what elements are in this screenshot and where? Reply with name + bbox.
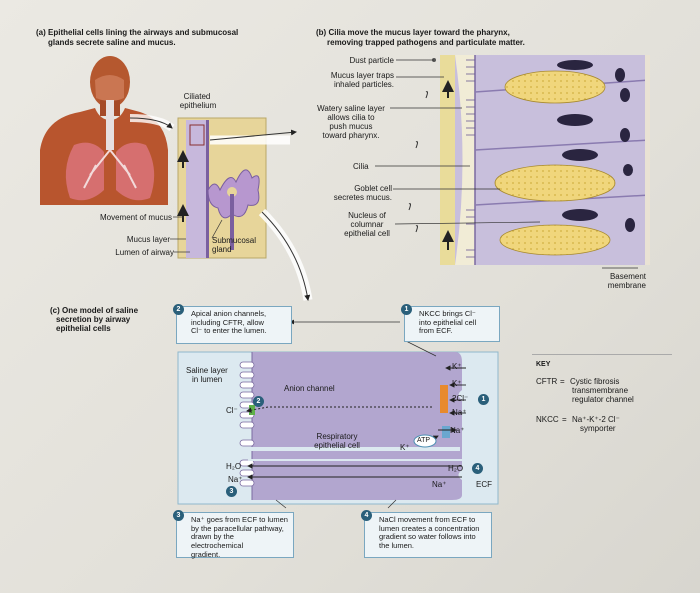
atp-label: ATP — [417, 437, 431, 444]
step1-line2: into epithelial cell — [419, 317, 477, 327]
k-atp-label: K⁺ — [400, 443, 410, 452]
basement-line2: membrane — [607, 281, 646, 290]
step1-line3: from ECF. — [419, 326, 453, 336]
step2-line1: Apical anion channels, — [191, 309, 267, 318]
key-cftr-def-line1: Cystic fibrosis — [570, 377, 620, 386]
step1-badge: 1 — [401, 304, 412, 315]
step3-line4: gradient. — [191, 549, 221, 559]
step4-line4: the lumen. — [379, 540, 415, 550]
lumen-of-airway-label: Lumen of airway — [115, 248, 174, 257]
step4-callout: NaCl movement from ECF to lumen creates … — [364, 512, 492, 558]
watery-saline-line4: toward pharynx. — [322, 131, 380, 140]
step2-callout: Apical anion channels, including CFTR, a… — [176, 306, 292, 344]
panel-a-title-line1: (a) Epithelial cells lining the airways … — [36, 28, 239, 37]
step2-line2: including CFTR, allow — [191, 317, 264, 327]
key-nkcc-abbr: NKCC — [536, 415, 559, 424]
na-bottom-label: Na⁺ — [432, 480, 447, 489]
key-panel: KEY CFTR = Cystic fibrosis transmembrane… — [532, 354, 672, 445]
nucleus-line1: Nucleus of — [348, 211, 386, 220]
key-cftr-def-line3: regulator channel — [572, 395, 634, 404]
mucus-traps-line1: Mucus layer traps — [330, 71, 394, 80]
step2-badge: 2 — [173, 304, 184, 315]
cell-badge-3: 3 — [226, 486, 237, 497]
na-mid-label: Na⁺ — [452, 408, 467, 417]
key-nkcc-def-line2: symporter — [580, 424, 616, 433]
saline-layer-line1: Saline layer — [186, 366, 228, 375]
step3-line2: by the paracellular pathway, — [191, 523, 284, 533]
key-cftr-abbr: CFTR — [536, 377, 558, 386]
respiratory-line2: epithelial cell — [314, 441, 360, 450]
cell-model — [177, 351, 499, 505]
step4-badge: 4 — [361, 510, 372, 521]
basement-line1: Basement — [609, 272, 646, 281]
epithelium-cross-section — [440, 55, 651, 265]
submucosal-label: Submucosal — [212, 236, 257, 245]
step4-line2: lumen creates a concentration — [379, 523, 480, 533]
watery-saline-line1: Watery saline layer — [317, 104, 385, 113]
key-title: KEY — [536, 361, 551, 368]
cell-badge-1: 1 — [478, 394, 489, 405]
step3-line3: drawn by the electrochemical — [191, 532, 244, 550]
step2-line3: Cl⁻ to enter the lumen. — [191, 326, 267, 336]
ciliated-label: Ciliated — [183, 92, 211, 101]
nucleus-line2: columnar — [350, 220, 384, 229]
cell-badge-2: 2 — [253, 396, 264, 407]
na-lower-label: Na⁺ — [450, 426, 465, 435]
mucus-traps-line2: inhaled particles. — [333, 80, 394, 89]
nucleus-line3: epithelial cell — [344, 229, 390, 238]
movement-of-mucus-label: Movement of mucus — [99, 213, 172, 222]
step1-line1: NKCC brings Cl⁻ — [419, 309, 476, 318]
ecf-label: ECF — [476, 480, 492, 489]
step4-line1: NaCl movement from ECF to — [379, 515, 476, 524]
goblet-cell-line1: Goblet cell — [354, 184, 392, 193]
panel-c-title-line1: (c) One model of saline — [50, 306, 139, 315]
h2o-left-label: H₂O — [226, 462, 242, 471]
step3-line1: Na⁺ goes from ECF to lumen — [191, 515, 288, 524]
key-cftr-def-line2: transmembrane — [572, 386, 629, 395]
step3-badge: 3 — [173, 510, 184, 521]
panel-b-title-line2: removing trapped pathogens and particula… — [327, 38, 525, 47]
dust-particle-label: Dust particle — [349, 56, 394, 65]
watery-saline-line2: allows cilia to — [327, 113, 375, 122]
mucus-layer-label: Mucus layer — [126, 235, 170, 244]
k-second-label: K⁺ — [452, 379, 462, 388]
key-nkcc-def-line1: Na⁺-K⁺-2 Cl⁻ — [572, 415, 620, 424]
gland-label: gland — [212, 245, 232, 254]
panel-c-title-line2: secretion by airway — [56, 315, 131, 324]
step4-line3: gradient so water follows into — [379, 532, 476, 542]
panel-c-title-line3: epithelial cells — [56, 324, 111, 333]
anion-channel-label: Anion channel — [284, 384, 335, 393]
watery-saline-line3: push mucus — [329, 122, 373, 131]
cl-minus-label: Cl⁻ — [226, 406, 238, 415]
cilia-label: Cilia — [353, 162, 369, 171]
step1-callout: NKCC brings Cl⁻ into epithelial cell fro… — [404, 306, 500, 342]
epithelium-label: epithelium — [179, 101, 217, 110]
k-top-label: K⁺ — [452, 362, 462, 371]
respiratory-line1: Respiratory — [316, 432, 358, 441]
cell-badge-4: 4 — [472, 463, 483, 474]
two-cl-label: 2Cl⁻ — [452, 394, 469, 403]
panel-a-title-line2: glands secrete saline and mucus. — [48, 38, 176, 47]
panel-b-title-line1: (b) Cilia move the mucus layer toward th… — [316, 28, 510, 37]
saline-layer-line2: in lumen — [192, 375, 223, 384]
step3-callout: Na⁺ goes from ECF to lumen by the parace… — [176, 512, 294, 558]
na-left-label: Na⁺ — [228, 475, 243, 484]
h2o-right-label: H₂O — [448, 464, 464, 473]
goblet-cell-line2: secretes mucus. — [333, 193, 392, 202]
human-torso-illustration — [40, 56, 168, 205]
